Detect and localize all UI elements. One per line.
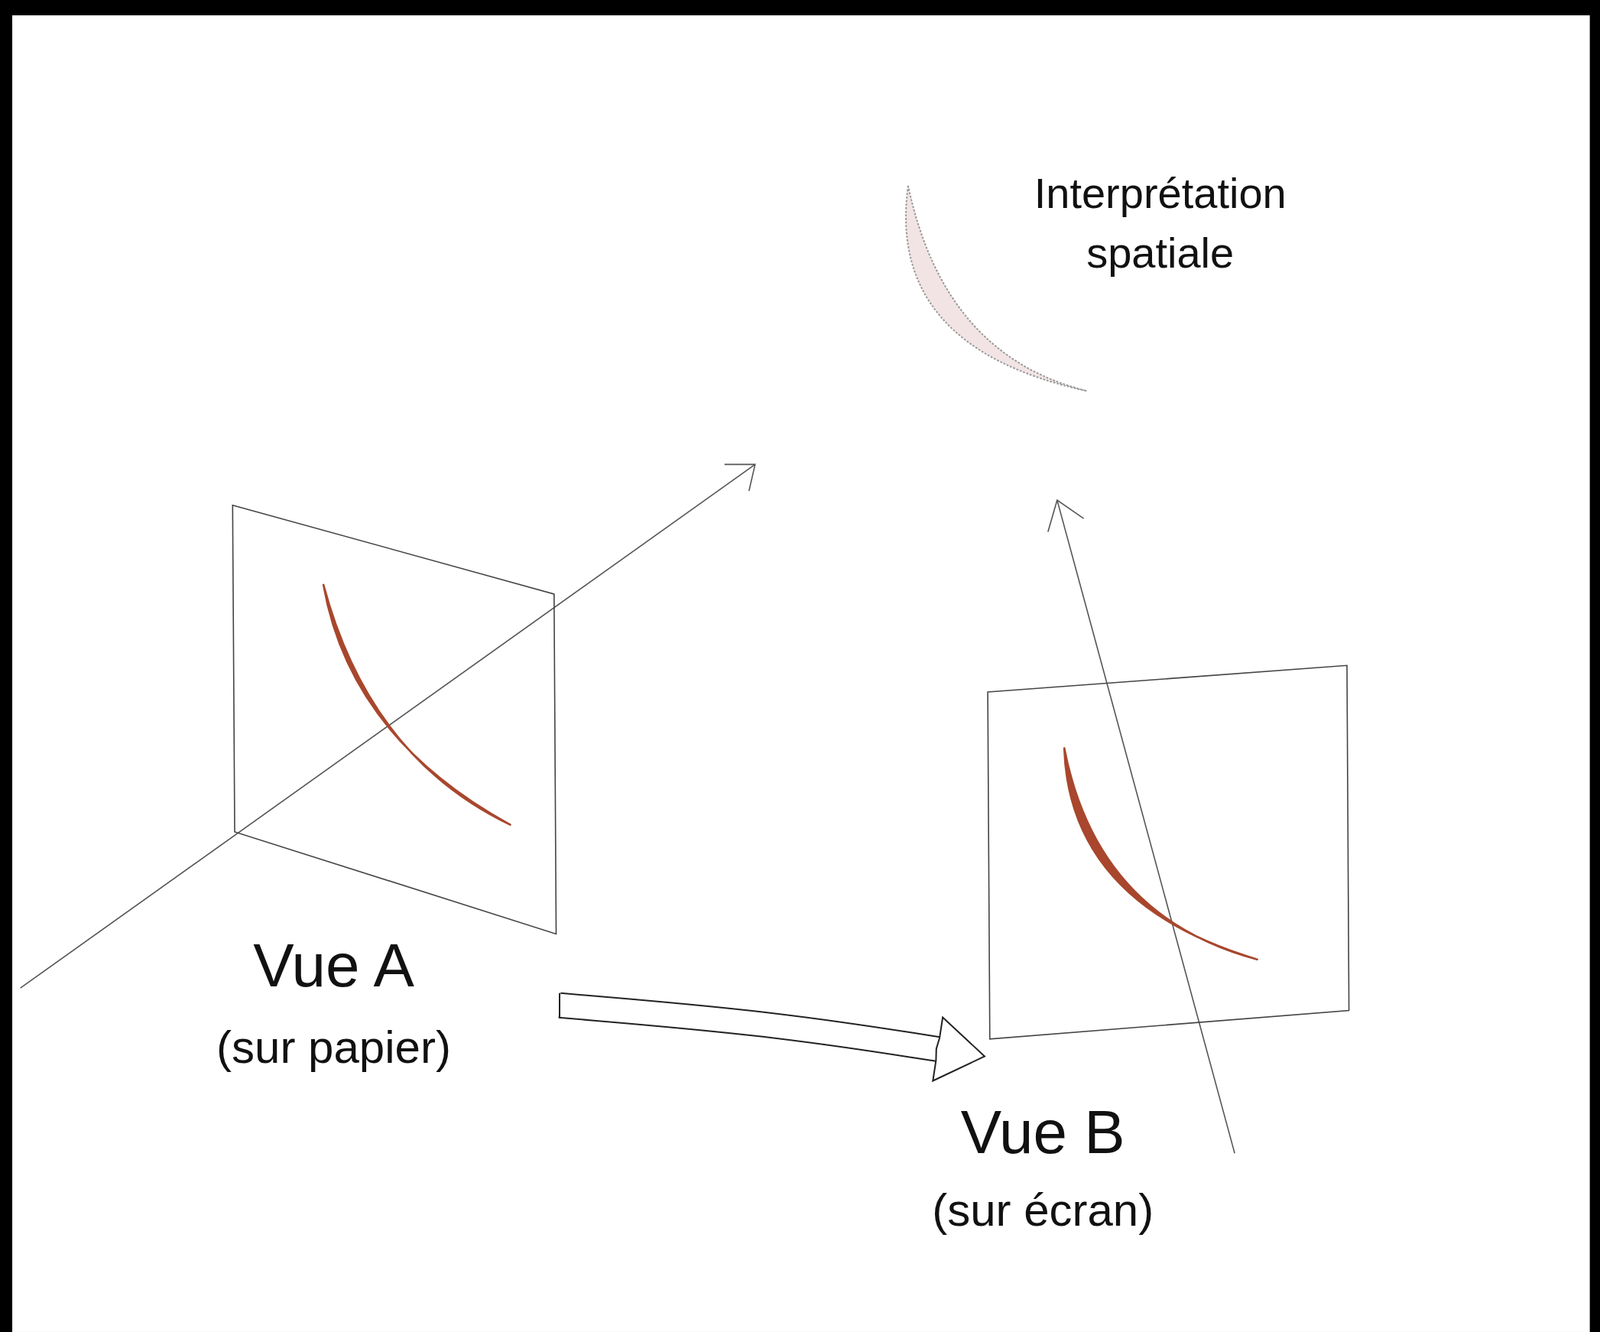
view-plane: Vue B(sur écran) [984,662,1352,1259]
plane-outline [984,662,1352,1259]
view-medium: (sur papier) [216,1020,452,1074]
drawn-curve [323,584,510,825]
view-title: Vue B [960,1096,1126,1168]
caption-note: Interprétation spatiale [976,163,1344,284]
axis-arrowhead [1048,499,1084,532]
plane-frame [987,665,1350,1039]
plane-frame [232,505,556,935]
view-medium: (sur écran) [931,1183,1154,1237]
arrow-head [932,1017,985,1081]
view-plane: Vue A(sur papier) [229,500,560,1082]
hollow-arrow [559,993,985,1081]
axis-arrowhead [724,464,756,491]
drawn-curve [1064,747,1257,959]
white-ground [12,15,1591,1332]
arrow-body [559,1005,938,1049]
arrow-outline [559,1005,938,1049]
arrow-tail-edge [558,993,561,1018]
view-axis [20,464,756,988]
view-title: Vue A [253,930,415,1001]
